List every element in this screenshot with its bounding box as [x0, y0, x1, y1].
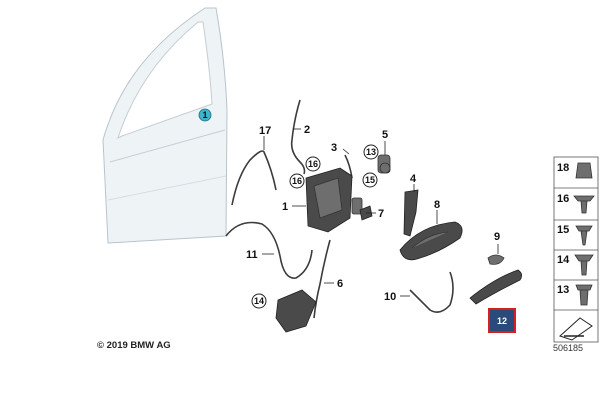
callout-16-a-label: 16 [308, 159, 318, 169]
callout-16-b [289, 173, 305, 189]
callout-13-label: 13 [366, 147, 376, 157]
part-1-door-lock [305, 167, 363, 233]
callout-16-a [305, 156, 321, 172]
callout-14-label: 14 [254, 296, 264, 306]
part-14-bracket [275, 289, 317, 333]
fastener-14-icon [574, 254, 594, 276]
callout-4: 4 [410, 173, 417, 185]
table-label-14: 14 [557, 254, 570, 266]
table-label-13: 13 [557, 284, 569, 296]
callout-6: 6 [337, 278, 343, 290]
callout-12-highlight [488, 308, 516, 333]
callout-2: 2 [304, 124, 310, 136]
callout-13 [363, 144, 379, 160]
callout-16-b-label: 16 [292, 176, 302, 186]
callout-12: 12 [497, 316, 507, 326]
part-4 [403, 189, 419, 237]
fastener-13-icon [575, 284, 593, 306]
car-door-icon [102, 7, 228, 244]
fastener-15-icon [575, 225, 593, 246]
callout-15-label: 15 [365, 175, 375, 185]
table-label-16: 16 [557, 193, 569, 205]
part-8-handle-carrier [399, 221, 463, 261]
callout-17: 17 [259, 125, 271, 137]
callout-15 [362, 172, 378, 188]
part-5 [377, 154, 391, 174]
fastener-table [553, 156, 599, 343]
table-label-15: 15 [557, 224, 569, 236]
callout-3: 3 [331, 142, 337, 154]
callout-1: 1 [282, 201, 288, 213]
scale-symbol-icon [559, 317, 593, 341]
callout-9: 9 [494, 231, 500, 243]
callout-5: 5 [382, 129, 388, 141]
copyright-text: © 2019 BMW AG [97, 340, 171, 351]
callout-8: 8 [434, 199, 440, 211]
callout-7: 7 [378, 208, 384, 220]
callout-14 [251, 293, 267, 309]
table-label-18: 18 [557, 162, 569, 174]
callout-11: 11 [246, 249, 258, 261]
callout-1-door [198, 108, 212, 122]
document-number: 506185 [553, 343, 584, 353]
callout-1-door-label: 1 [202, 110, 207, 120]
fastener-18-icon [575, 162, 593, 179]
callout-10: 10 [384, 291, 396, 303]
fastener-16-icon [573, 195, 595, 214]
